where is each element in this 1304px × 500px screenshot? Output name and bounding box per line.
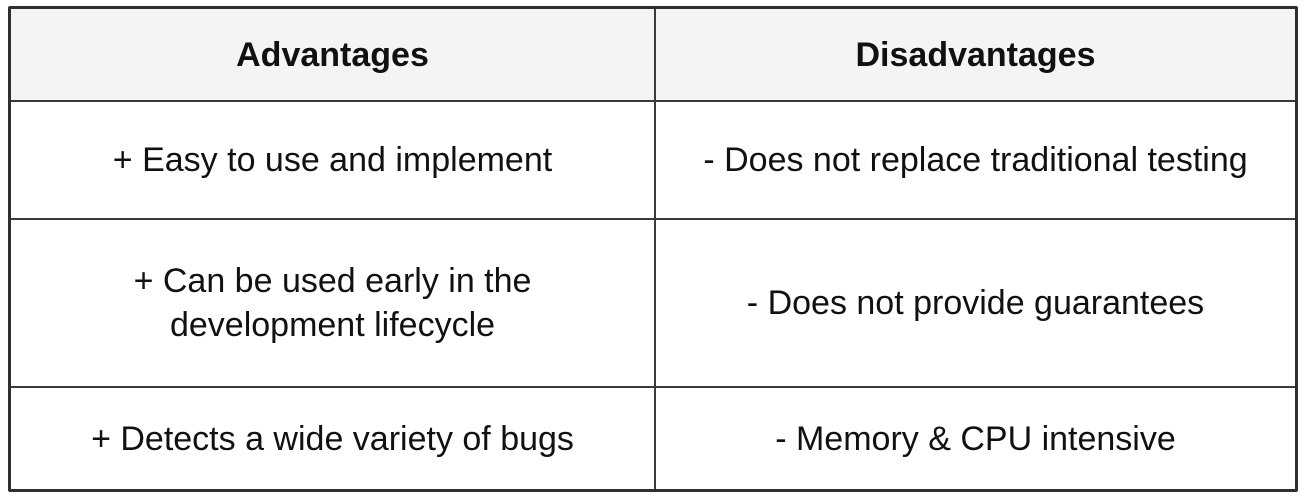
advantage-cell: + Detects a wide variety of bugs [11,386,656,489]
table-row: + Can be used early in the development l… [11,218,1295,388]
disadvantage-cell: - Does not provide guarantees [654,218,1295,388]
table-row: + Detects a wide variety of bugs - Memor… [11,386,1295,489]
advantage-text: + Can be used early in the development l… [133,262,532,344]
disadvantage-cell: - Does not replace traditional testing [654,100,1295,220]
disadvantage-text: - Does not replace traditional testing [703,141,1248,179]
disadvantage-text: - Memory & CPU intensive [775,419,1176,458]
advantage-cell: + Easy to use and implement [11,100,656,220]
disadvantage-text: - Does not provide guarantees [746,284,1205,322]
header-disadvantages: Disadvantages [654,9,1295,102]
advantage-cell: + Can be used early in the development l… [11,218,656,388]
comparison-table-frame: Advantages Disadvantages + Easy to use a… [8,6,1298,492]
header-disadvantages-label: Disadvantages [855,35,1096,74]
header-advantages-label: Advantages [236,35,429,74]
advantage-text: + Easy to use and implement [112,141,553,179]
advantages-disadvantages-table: Advantages Disadvantages + Easy to use a… [11,9,1295,489]
advantage-text: + Detects a wide variety of bugs [91,419,574,458]
table-row: + Easy to use and implement - Does not r… [11,100,1295,220]
header-advantages: Advantages [11,9,656,102]
header-row: Advantages Disadvantages [11,9,1295,102]
disadvantage-cell: - Memory & CPU intensive [654,386,1295,489]
